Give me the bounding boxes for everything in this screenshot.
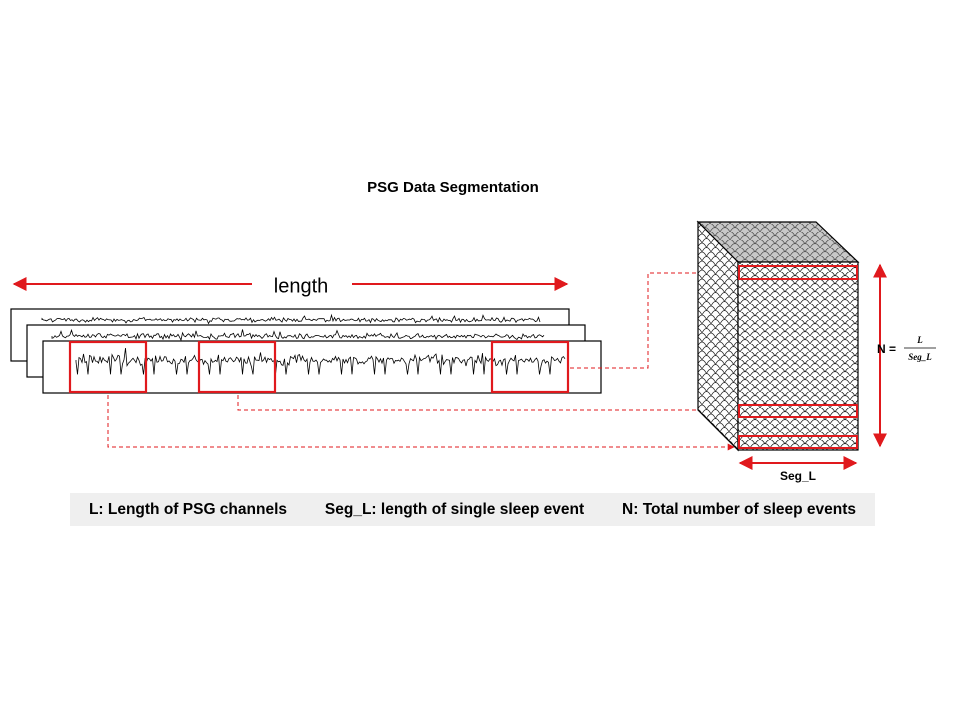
segment-window-3	[490, 340, 570, 394]
cube-side-face	[697, 220, 739, 452]
legend-bar: L: Length of PSG channels Seg_L: length …	[70, 493, 875, 526]
mapping-arrows	[107, 269, 735, 451]
psg-channel-stack	[10, 308, 602, 394]
channel-signal-front	[75, 347, 566, 375]
diagram-title: PSG Data Segmentation	[367, 179, 539, 196]
cube-segment-row-middle	[738, 404, 858, 418]
legend-l: L: Length of PSG channels	[88, 500, 288, 518]
seg-label: Seg_L	[780, 469, 816, 483]
n-formula: N = L Seg_L	[877, 335, 936, 362]
cube-segment-row-top	[738, 265, 858, 280]
segment-window-1	[68, 340, 148, 394]
mapping-arrow-bottom	[107, 395, 735, 451]
formula-numerator: L	[916, 335, 923, 345]
cube-segment-row-bottom	[738, 435, 858, 449]
mapping-arrow-middle	[237, 395, 735, 414]
segment-cube	[696, 220, 860, 452]
channel-signal-middle	[51, 328, 545, 342]
cube-front-face	[737, 261, 859, 451]
length-label: length	[274, 275, 329, 297]
formula-denominator: Seg_L	[908, 352, 932, 362]
legend-seg-l: Seg_L: length of single sleep event	[324, 500, 585, 518]
channel-signal-back	[41, 313, 541, 325]
segment-windows	[68, 340, 570, 394]
segment-window-2	[197, 340, 277, 394]
formula-prefix: N =	[877, 342, 896, 356]
channel-sheet-front	[42, 340, 602, 394]
legend-n: N: Total number of sleep events	[622, 500, 857, 518]
mapping-arrow-top	[570, 269, 735, 369]
